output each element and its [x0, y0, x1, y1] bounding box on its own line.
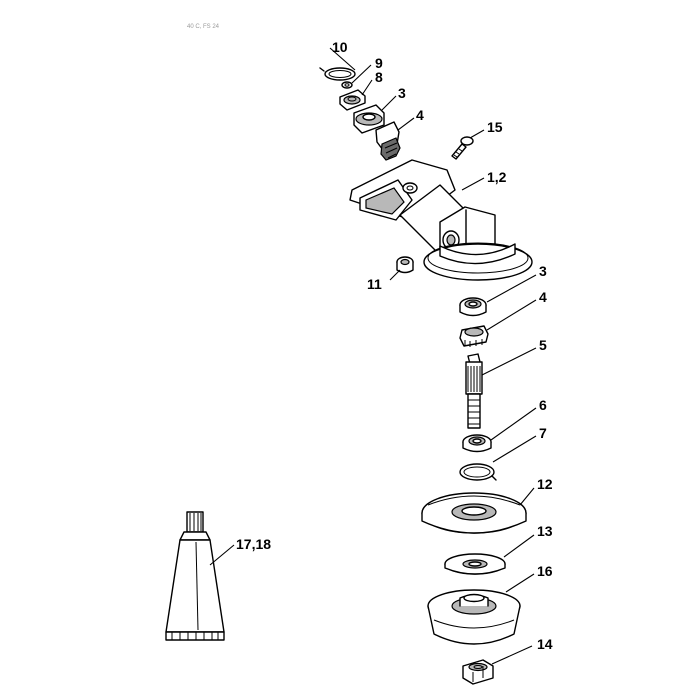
- part-17-18-grease-tube: [165, 511, 225, 641]
- part-6-ball-bearing: [462, 434, 492, 453]
- callout-14: 14: [537, 636, 553, 652]
- part-1-2-gear-housing: [349, 159, 533, 281]
- part-14-nut: [462, 659, 494, 685]
- part-10-snap-ring: [319, 67, 356, 81]
- callout-8: 8: [375, 69, 383, 85]
- callout-4-top: 4: [416, 107, 424, 123]
- callout-16: 16: [537, 563, 553, 579]
- part-3-mid-ball-bearing: [459, 297, 487, 317]
- part-7-circlip: [459, 463, 497, 481]
- callout-4-mid: 4: [539, 289, 547, 305]
- callout-13: 13: [537, 523, 553, 539]
- part-13-washer: [444, 553, 506, 575]
- part-16-protective-cup: [427, 589, 521, 645]
- callout-5: 5: [539, 337, 547, 353]
- model-header-text: 40 C, FS 24: [187, 24, 220, 30]
- part-4-top-bevel-gear: [375, 121, 401, 161]
- part-5-drive-shaft: [465, 353, 483, 429]
- callout-12: 12: [537, 476, 553, 492]
- callout-3-top: 3: [398, 85, 406, 101]
- callout-7: 7: [539, 425, 547, 441]
- part-8-nut: [339, 89, 366, 111]
- callout-11: 11: [367, 276, 382, 292]
- part-15-screw: [451, 136, 474, 160]
- leader-lines: [209, 47, 537, 665]
- part-11-plug: [396, 256, 414, 274]
- part-4-mid-bevel-gear: [459, 325, 489, 347]
- callout-15: 15: [487, 119, 503, 135]
- callout-1-2: 1,2: [487, 169, 507, 185]
- part-9-small-ring: [341, 81, 353, 89]
- callout-17-18: 17,18: [236, 536, 271, 552]
- part-12-thrust-plate: [421, 492, 527, 534]
- callout-6: 6: [539, 397, 547, 413]
- callout-9: 9: [375, 55, 383, 71]
- callout-10: 10: [332, 39, 348, 55]
- part-3-top-ball-bearing: [353, 104, 385, 134]
- callout-3-mid: 3: [539, 263, 547, 279]
